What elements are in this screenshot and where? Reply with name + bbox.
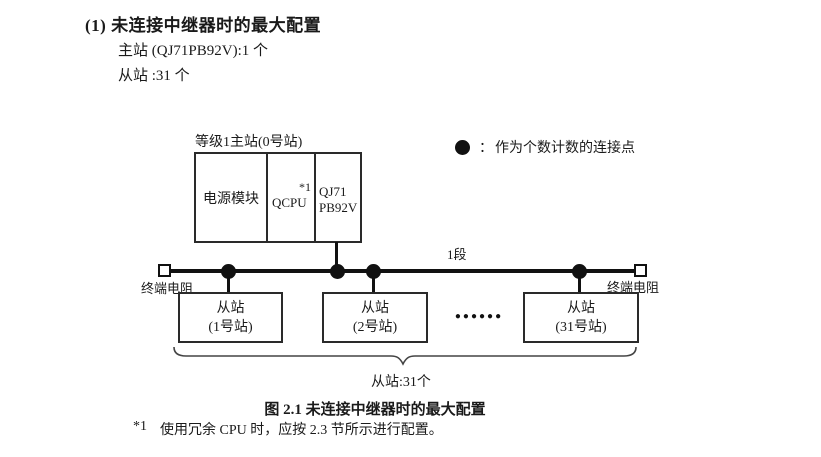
connection-point-icon — [455, 139, 470, 155]
slave-total-label: 从站:31个 — [371, 375, 431, 390]
slave1-connection-line — [227, 271, 230, 293]
footnote-marker: *1 — [133, 419, 147, 434]
legend-label: 作为个数计数的连接点 — [495, 141, 635, 156]
connection-point-icon — [366, 264, 381, 279]
cpu-footnote-ref: *1 — [299, 180, 311, 194]
ellipsis-dots: ●●●●●● — [454, 311, 504, 322]
footnote-text: 使用冗余 CPU 时，应按 2.3 节所示进行配置。 — [160, 423, 443, 438]
slave-label: 从站 — [216, 300, 245, 316]
pb-module-line2: PB92V — [319, 200, 358, 215]
slave2-connection-line — [372, 271, 375, 293]
brace-underline — [173, 346, 637, 366]
cpu-cell: *1 QCPU — [266, 154, 314, 241]
pb-module-cell: QJ71 PB92V — [314, 154, 358, 241]
slave-station-2-box: 从站 (2号站) — [322, 292, 428, 343]
cpu-label: QCPU — [272, 195, 307, 210]
footnote: *1 使用冗余 CPU 时，应按 2.3 节所示进行配置。 — [133, 419, 443, 439]
left-terminator-icon — [158, 264, 171, 277]
right-terminator-icon — [634, 264, 647, 277]
figure-caption: 图 2.1 未连接中继器时的最大配置 — [264, 402, 486, 418]
slave-label: 从站 — [361, 300, 389, 316]
right-terminator-label: 终端电阻 — [607, 280, 660, 295]
slave-station-number: (31号站) — [555, 319, 607, 335]
slave-label: 从站 — [567, 300, 595, 316]
segment-label: 1段 — [447, 247, 467, 262]
legend: ： 作为个数计数的连接点 — [455, 137, 635, 157]
slave-station-number: (2号站) — [352, 319, 398, 335]
master-station-box: 电源模块 *1 QCPU QJ71 PB92V — [194, 152, 362, 243]
connection-point-icon — [330, 264, 345, 279]
pb-module-line1: QJ71 — [319, 184, 347, 199]
slave-count-line: 从站 :31 个 — [118, 68, 190, 84]
connection-point-icon — [221, 264, 236, 279]
slave-station-31-box: 从站 (31号站) — [523, 292, 639, 343]
master-count-line: 主站 (QJ71PB92V):1 个 — [118, 43, 269, 59]
power-module-cell: 电源模块 — [203, 191, 259, 207]
slave31-connection-line — [578, 271, 581, 293]
section-heading: (1) 未连接中继器时的最大配置 — [85, 16, 322, 35]
bus-line — [171, 269, 634, 273]
master-connection-line — [335, 242, 338, 270]
slave-station-1-box: 从站 (1号站) — [178, 292, 283, 343]
legend-colon: ： — [479, 141, 493, 156]
master-station-label: 等级1主站(0号站) — [195, 135, 303, 150]
slave-station-number: (1号站) — [208, 319, 253, 335]
connection-point-icon — [572, 264, 587, 279]
